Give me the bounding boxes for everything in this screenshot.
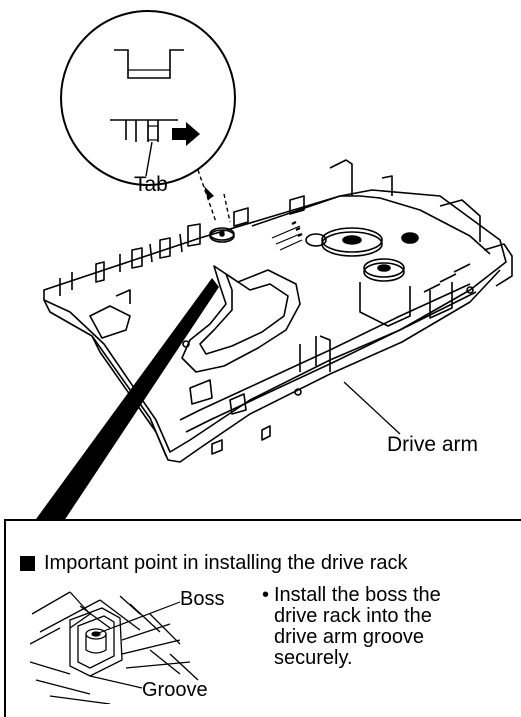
groove-label: Groove [142,679,208,701]
instruction-line: securely. [274,647,353,669]
instruction-line: drive rack into the [274,605,432,627]
arrow-right-icon [172,122,200,146]
instruction-text: • Install the boss the drive rack into t… [260,585,441,669]
mechanism-chassis [43,159,513,463]
instruction-line: • Install the boss the [260,585,441,606]
instruction-line-text: Install the boss the [274,584,441,606]
detail-pointer-wedge [28,278,219,530]
note-box [4,519,521,717]
boss-groove-inset [30,591,199,704]
drive-arm-label: Drive arm [387,433,479,456]
square-bullet-icon [20,556,35,571]
tab-label: Tab [134,173,168,196]
boss-leader [95,601,181,635]
groove-leader [89,675,143,689]
bullet-dot: • [262,584,270,606]
instruction-line: drive arm groove [274,626,425,648]
boss-label: Boss [180,588,225,610]
magnifier-pointer-left [197,169,217,223]
drive-arm-leader [343,381,401,435]
note-heading-text: Important point in installing the drive … [44,552,408,574]
note-heading: Important point in installing the drive … [20,552,408,575]
magnifier-detail [60,10,236,186]
magnifier-pointer-right [223,193,231,223]
